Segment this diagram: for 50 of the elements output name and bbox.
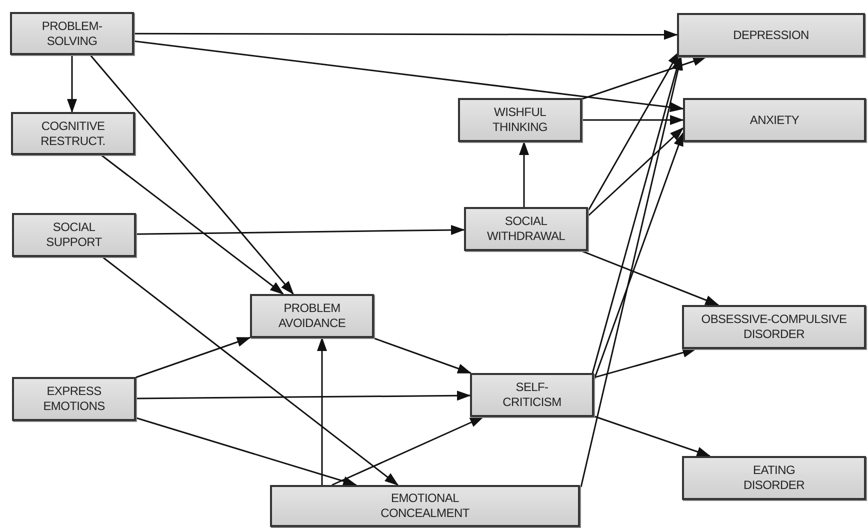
factor-box — [250, 294, 374, 338]
factor-box — [677, 13, 865, 57]
arrow — [102, 256, 399, 486]
factor-label: PROBLEM AVOIDANCE — [277, 301, 347, 331]
arrow — [591, 56, 682, 376]
factor-label: EATING DISORDER — [742, 463, 806, 493]
arrow — [317, 337, 327, 485]
factor-label: EXPRESS EMOTIONS — [42, 384, 106, 414]
factor-label: SOCIAL SUPPORT — [45, 220, 103, 250]
factor-label: COGNITIVE RESTRUCT. — [40, 118, 106, 148]
factor-box — [683, 98, 866, 142]
arrow — [100, 154, 284, 295]
arrow — [582, 56, 707, 100]
arrow — [588, 127, 684, 217]
arrow — [373, 337, 472, 374]
arrow — [593, 132, 684, 380]
arrow — [134, 40, 684, 112]
factor-box — [12, 377, 136, 421]
arrow — [581, 250, 720, 306]
arrow — [580, 56, 683, 488]
arrow — [136, 390, 471, 401]
factor-box — [464, 207, 588, 251]
factor-box — [11, 112, 135, 155]
factor-label: PROBLEM- SOLVING — [40, 18, 104, 48]
factor-box — [470, 373, 594, 417]
factor-label: EMOTIONAL CONCEALMENT — [380, 491, 470, 521]
arrow — [90, 54, 294, 295]
factor-label: OBSESSIVE-COMPULSIVE DISORDER — [700, 312, 848, 342]
factor-box — [682, 305, 866, 349]
factor-box — [270, 485, 580, 527]
arrow — [136, 225, 465, 235]
factor-box — [12, 213, 136, 257]
factor-label: WISHFUL THINKING — [492, 105, 548, 135]
arrow — [594, 348, 697, 378]
factor-label: SOCIAL WITHDRAWAL — [486, 214, 566, 244]
factor-label: DEPRESSION — [733, 28, 809, 42]
arrow — [519, 141, 529, 207]
arrow — [134, 30, 678, 40]
factor-box — [10, 12, 134, 55]
factor-label: SELF- CRITICISM — [502, 380, 562, 410]
arrow — [67, 55, 77, 113]
factor-label: ANXIETY — [750, 112, 800, 128]
factor-box — [458, 98, 582, 142]
arrow — [136, 417, 358, 486]
arrow — [136, 336, 251, 378]
arrow — [594, 416, 711, 457]
factor-box — [682, 456, 866, 500]
arrow — [332, 416, 484, 486]
arrow — [587, 51, 680, 212]
arrow — [582, 115, 684, 125]
